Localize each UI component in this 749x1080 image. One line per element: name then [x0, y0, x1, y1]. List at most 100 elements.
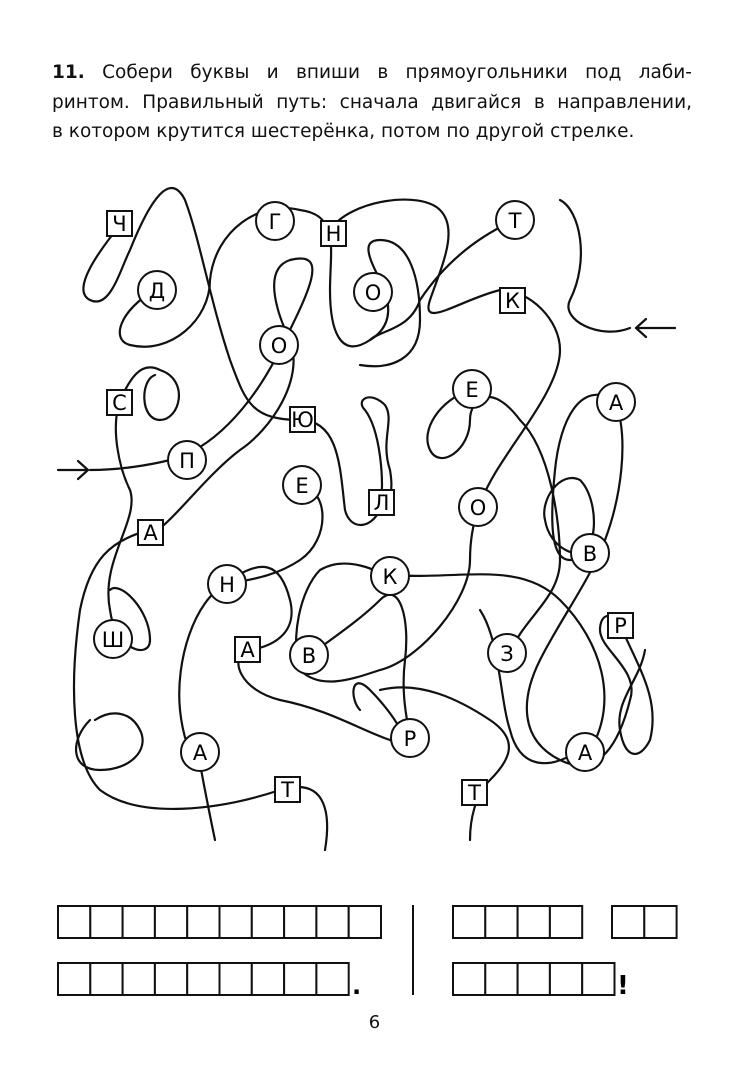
letter-circle-a2: А: [180, 732, 220, 772]
svg-text:Н: Н: [219, 573, 235, 597]
letter-circle-o2: О: [259, 325, 299, 365]
answer-row1-left-cell[interactable]: [283, 905, 318, 939]
task-line-1: Собери буквы и впиши в прямоугольники по…: [102, 62, 692, 83]
svg-text:Т: Т: [280, 778, 294, 802]
svg-text:А: А: [193, 741, 208, 765]
answer-row1-left-cell[interactable]: [57, 905, 92, 939]
letter-square-s: С: [106, 389, 133, 416]
task-line-2: ринтом. Правильный путь: сначала двигайс…: [52, 91, 692, 113]
letter-circle-o3: О: [458, 487, 498, 527]
answer-row2-left-cell[interactable]: [57, 962, 92, 996]
svg-text:К: К: [383, 565, 398, 589]
answer-row2-left-cell[interactable]: [186, 962, 221, 996]
letter-circle-p: П: [167, 440, 207, 480]
letter-circle-a1: А: [596, 382, 636, 422]
answer-row1-right-a-cell[interactable]: [452, 905, 487, 939]
svg-text:П: П: [179, 449, 195, 473]
answer-row2-left-cell[interactable]: [153, 962, 189, 996]
letter-circle-z: З: [487, 633, 527, 673]
svg-text:Н: Н: [326, 222, 342, 246]
letter-circle-d: Д: [137, 270, 177, 310]
answer-row1-right-b-cell[interactable]: [643, 905, 678, 939]
arrow-right-icon: [56, 459, 90, 481]
svg-text:Ш: Ш: [102, 628, 124, 652]
answer-row1-right-a-cell[interactable]: [516, 905, 551, 939]
letter-square-a1: А: [137, 519, 164, 546]
letter-circle-n: Н: [207, 564, 247, 604]
letter-circle-k: К: [370, 556, 410, 596]
task-line-3: в котором крутится шестерёнка, потом по …: [52, 121, 635, 142]
svg-text:В: В: [583, 542, 597, 566]
square-letters: Ч Н К С Ю Л А А Р Т Т: [106, 210, 634, 806]
letter-square-r: Р: [607, 612, 634, 639]
task-number: 11.: [52, 62, 85, 83]
page-number: 6: [368, 1012, 381, 1033]
answer-row1-left-cell[interactable]: [186, 905, 221, 939]
answer-row2-left-cell[interactable]: [250, 962, 286, 996]
svg-text:Л: Л: [374, 491, 390, 515]
letter-square-t1: Т: [274, 776, 301, 803]
letter-circle-v1: В: [570, 533, 610, 573]
answer-row1-left-cell[interactable]: [347, 905, 383, 939]
letter-square-a2: А: [234, 636, 261, 663]
letter-circle-r: Р: [390, 718, 430, 758]
svg-text:К: К: [505, 289, 520, 313]
circle-letters: Г Т Д О О Е А П Е О В К Н Ш В З А Р А: [93, 200, 636, 772]
answer-row2-right-cell[interactable]: [452, 962, 487, 996]
svg-text:Т: Т: [467, 781, 481, 805]
svg-text:А: А: [578, 741, 593, 765]
letter-circle-v2: В: [289, 635, 329, 675]
letter-circle-t-top: Т: [495, 200, 535, 240]
letter-circle-e2: Е: [282, 465, 322, 505]
answer-row2-left-cell[interactable]: [89, 962, 124, 996]
svg-text:С: С: [112, 391, 127, 415]
answer-row2-right-cell[interactable]: [484, 962, 519, 996]
answer-row1-left-cell[interactable]: [121, 905, 156, 939]
answer-row1-right-a-cell[interactable]: [548, 905, 584, 939]
svg-text:О: О: [271, 334, 288, 358]
letter-circle-a3: А: [565, 732, 605, 772]
answer-row1-left-cell[interactable]: [250, 905, 286, 939]
letter-square-ch: Ч: [106, 210, 133, 237]
answer-row2-left-cell[interactable]: [121, 962, 156, 996]
svg-text:В: В: [302, 644, 316, 668]
svg-text:Ю: Ю: [291, 408, 314, 432]
answer-row1-right-b-cell[interactable]: [611, 905, 646, 939]
answer-grid: [57, 905, 678, 996]
svg-text:А: А: [240, 638, 255, 662]
answer-row1-left-cell[interactable]: [315, 905, 350, 939]
svg-text:Е: Е: [295, 474, 308, 498]
svg-text:О: О: [470, 496, 487, 520]
svg-text:А: А: [609, 391, 624, 415]
answer-row1-right-a-cell[interactable]: [484, 905, 519, 939]
answer-row1-left-cell[interactable]: [89, 905, 124, 939]
letter-square-n: Н: [320, 220, 347, 247]
svg-text:Г: Г: [269, 210, 282, 234]
answer-row2-right-cell[interactable]: [516, 962, 551, 996]
letter-square-k: К: [499, 287, 526, 314]
letter-circle-e1: Е: [452, 369, 492, 409]
svg-text:О: О: [365, 281, 382, 305]
letter-square-l: Л: [368, 489, 395, 516]
svg-text:Ч: Ч: [112, 212, 126, 236]
svg-text:З: З: [500, 642, 513, 666]
answer-row2-left-cell[interactable]: [315, 962, 350, 996]
svg-text:Р: Р: [404, 727, 417, 751]
task-text: 11. Собери буквы и впиши в прямоугольник…: [52, 58, 692, 147]
letter-circle-g: Г: [255, 201, 295, 241]
answer-row1-left-cell[interactable]: [218, 905, 253, 939]
answer-row2-left-cell[interactable]: [218, 962, 253, 996]
svg-text:Е: Е: [465, 378, 478, 402]
answer-exclamation: !: [617, 971, 629, 1001]
answer-row2-right-cell[interactable]: [548, 962, 584, 996]
svg-text:Д: Д: [149, 279, 165, 303]
svg-text:Т: Т: [508, 209, 522, 233]
letter-square-yu: Ю: [289, 406, 316, 433]
letter-square-t2: Т: [461, 779, 488, 806]
answer-row1-left-cell[interactable]: [153, 905, 189, 939]
letter-circle-sh: Ш: [93, 619, 133, 659]
letter-circle-o1: О: [353, 272, 393, 312]
answer-row2-left-cell[interactable]: [283, 962, 318, 996]
answer-row2-right-cell[interactable]: [581, 962, 616, 996]
answer-period: .: [352, 972, 361, 1000]
